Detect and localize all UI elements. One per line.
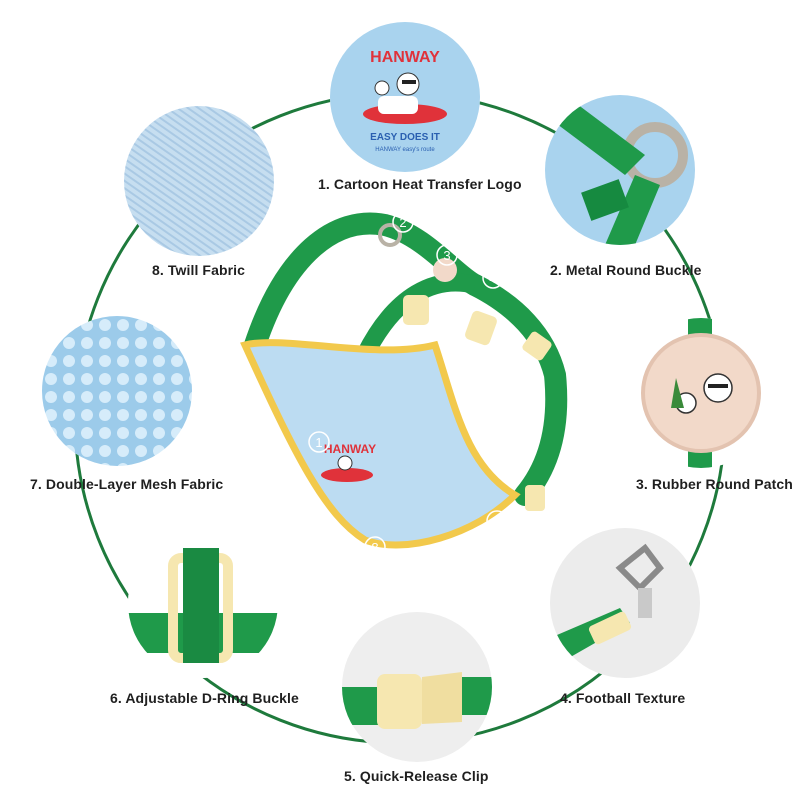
thumb-quick-release-clip [342,612,492,762]
callout-3: 3 [443,248,450,263]
callout-1: 1 [315,435,322,450]
label-rubber-patch: 3. Rubber Round Patch [636,476,793,492]
thumb-football-texture [550,528,700,678]
callout-8: 8 [371,540,378,555]
callout-2: 2 [399,215,406,230]
label-twill-fabric: 8. Twill Fabric [152,262,246,278]
label-metal-buckle: 2. Metal Round Buckle [550,262,702,278]
thumb-d-ring-buckle [128,528,278,678]
vest-logo-text: HANWAY [324,442,376,456]
callout-7: 7 [493,514,500,529]
harness-illustration: HANWAY 2 3 4 5 6 1 7 8 [240,211,568,558]
label-cartoon-logo: 1. Cartoon Heat Transfer Logo [318,176,522,192]
thumb-mesh-fabric [42,316,192,466]
label-mesh-fabric: 7. Double-Layer Mesh Fabric [30,476,224,492]
callout-6: 6 [479,363,486,378]
label-football-texture: 4. Football Texture [560,690,686,706]
thumb-cartoon-logo: HANWAY EASY DOES IT HANWAY easy's route [330,22,480,172]
logo-tagline-text: HANWAY easy's route [375,147,435,153]
label-quick-release-clip: 5. Quick-Release Clip [344,768,489,784]
thumb-twill-fabric [124,106,274,256]
label-d-ring-buckle: 6. Adjustable D-Ring Buckle [110,690,299,706]
thumb-metal-buckle [545,95,695,245]
logo-slogan-text: EASY DOES IT [370,132,440,143]
callout-4: 4 [489,271,496,286]
logo-brand-text: HANWAY [370,49,440,66]
thumb-rubber-patch [626,318,776,468]
callout-5: 5 [547,308,554,323]
